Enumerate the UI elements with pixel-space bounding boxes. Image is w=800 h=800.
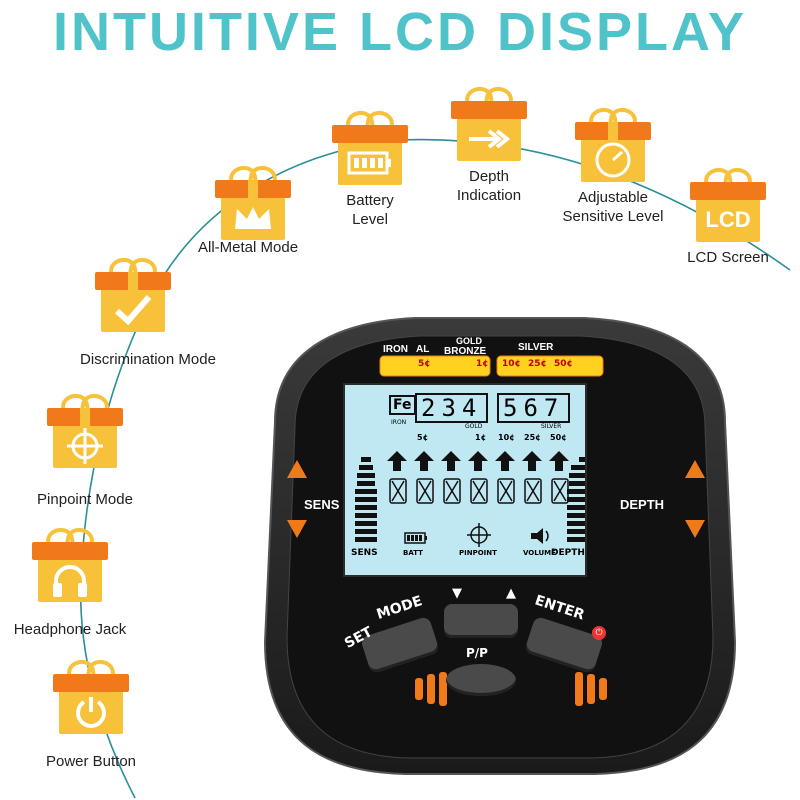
- power-indicator-icon: ⏻: [592, 626, 606, 640]
- lcd-digits-right: 567: [497, 393, 571, 423]
- up-arrow-icon: ▲: [506, 586, 516, 601]
- coin-5c: 5¢: [418, 359, 431, 369]
- feature-label: LCD Screen: [687, 249, 769, 266]
- feature-label: Depth Indication: [456, 168, 522, 204]
- label-bronze: BRONZE: [444, 346, 487, 357]
- feature-discrimination-mode: Discrimination Mode: [48, 255, 218, 369]
- gift-box-icon: [215, 163, 291, 240]
- sens-down-arrow-icon: [287, 520, 307, 538]
- headphone-icon: [53, 565, 87, 597]
- feature-power-button: Power Button: [6, 657, 176, 771]
- gift-box-icon: LCD: [690, 165, 766, 242]
- check-icon: [114, 295, 152, 326]
- gift-box-icon: [451, 84, 527, 161]
- gauge-icon: [595, 142, 631, 178]
- lcd-coin-25c: 25¢: [524, 433, 541, 442]
- depth-bargraph: [567, 457, 585, 542]
- crown-icon: [235, 207, 271, 229]
- lcd-crosshair-icon: [467, 523, 491, 547]
- coin-10c: 10¢: [502, 359, 521, 369]
- lcd-sens-label: SENS: [351, 548, 378, 558]
- feature-label: Power Button: [45, 753, 137, 770]
- side-label-sens: SENS: [304, 497, 340, 512]
- sens-up-arrow-icon: [287, 460, 307, 478]
- lcd-battery-icon: [404, 532, 427, 544]
- gift-box-icon: [47, 391, 123, 468]
- lcd-text-icon: LCD: [705, 207, 751, 232]
- lcd-depth-label: DEPTH: [551, 548, 585, 558]
- lcd-silver-label: SILVER: [541, 423, 562, 430]
- feature-all-metal-mode: All-Metal Mode: [168, 163, 338, 257]
- depth-up-arrow-icon: [685, 460, 705, 478]
- depth-down-arrow-icon: [685, 520, 705, 538]
- lcd-volume-label: VOLUME: [523, 549, 556, 557]
- feature-sensitive-level: Adjustable Sensitive Level: [528, 105, 698, 226]
- lcd-gold-label: GOLD: [465, 423, 483, 430]
- lcd-digits-left: 234: [415, 393, 489, 423]
- feature-lcd-screen: LCD LCD Screen: [643, 165, 800, 267]
- coin-25c: 25¢: [528, 359, 547, 369]
- feature-label: Adjustable Sensitive Level: [562, 189, 664, 225]
- lcd-batt-label: BATT: [403, 549, 423, 557]
- feature-depth-indication: Depth Indication: [404, 84, 574, 205]
- lcd-coin-50c: 50¢: [550, 433, 567, 442]
- lcd-graphics: [355, 451, 585, 547]
- down-arrow-icon: ▼: [452, 586, 462, 601]
- feature-battery-level: Battery Level: [285, 108, 455, 229]
- lcd-arrow-icon: [387, 451, 407, 471]
- feature-label: Discrimination Mode: [80, 351, 216, 368]
- feature-headphone-jack: Headphone Jack: [0, 525, 155, 639]
- label-gold: GOLD: [456, 336, 482, 346]
- lcd-iron-label: IRON: [391, 419, 407, 426]
- label-silver: SILVER: [518, 342, 554, 353]
- lcd-coin-5c: 5¢: [417, 433, 429, 442]
- side-label-depth: DEPTH: [620, 497, 665, 512]
- lcd-screen: Fe 234 567 IRON GOLD SILVER 5¢ 1¢ 10¢ 25…: [343, 383, 587, 577]
- arrow-buttons[interactable]: [444, 604, 518, 638]
- coin-1c: 1¢: [476, 359, 489, 369]
- lcd-coin-10c: 10¢: [498, 433, 515, 442]
- arrow-icon: [469, 129, 511, 149]
- lcd-speaker-icon: [531, 528, 549, 544]
- power-icon: [76, 697, 106, 728]
- coin-50c: 50¢: [554, 359, 573, 369]
- feature-pinpoint-mode: Pinpoint Mode: [0, 391, 170, 509]
- feature-label: Pinpoint Mode: [37, 491, 133, 508]
- feature-label: All-Metal Mode: [198, 239, 299, 256]
- gift-box-icon: [575, 105, 651, 182]
- sens-bargraph: [355, 457, 377, 542]
- label-al: AL: [416, 344, 430, 355]
- battery-icon: [347, 151, 391, 175]
- pp-label: P/P: [466, 646, 488, 660]
- page-title: INTUITIVE LCD DISPLAY: [52, 2, 748, 62]
- crosshair-icon: [67, 428, 103, 464]
- gift-box-icon: [53, 657, 129, 734]
- label-iron: IRON: [383, 344, 408, 355]
- lcd-coin-1c: 1¢: [475, 433, 487, 442]
- lcd-pinpoint-label: PINPOINT: [459, 549, 497, 557]
- feature-label: Headphone Jack: [13, 621, 127, 638]
- feature-label: Battery Level: [346, 192, 394, 228]
- lcd-fe: Fe: [389, 395, 416, 415]
- pinpoint-button[interactable]: [446, 664, 516, 696]
- gift-box-icon: [95, 255, 171, 332]
- gift-box-icon: [32, 525, 108, 602]
- gift-box-icon: [332, 108, 408, 185]
